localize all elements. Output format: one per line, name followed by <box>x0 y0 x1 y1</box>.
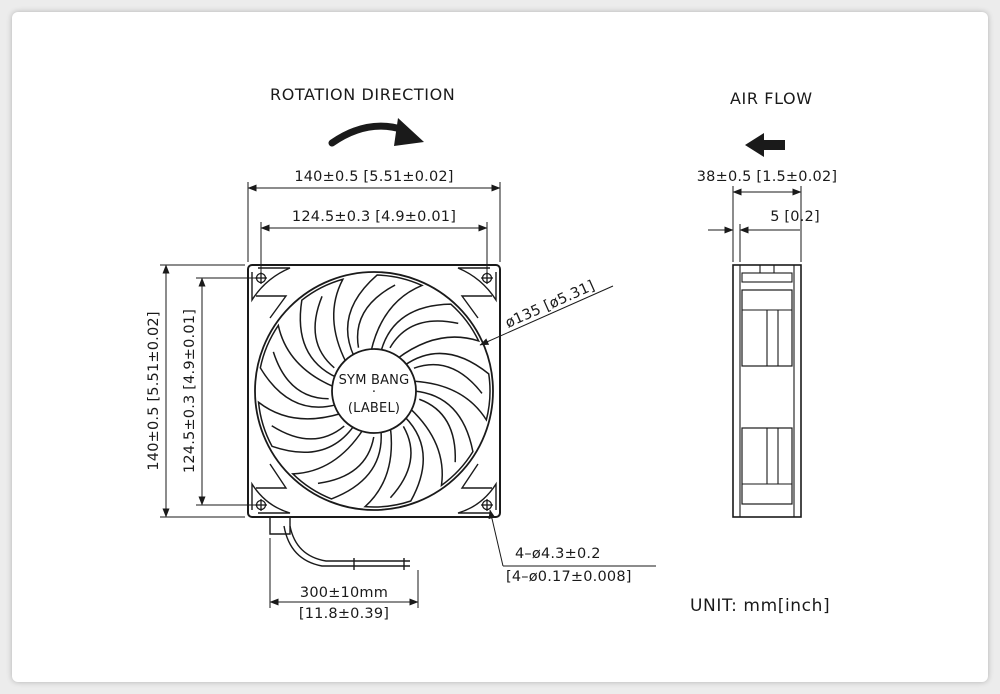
fan-hub <box>331 348 417 434</box>
mounting-holes <box>255 272 493 511</box>
dim-blade-diameter: ø135 [ø5.31] <box>503 278 597 332</box>
fan-blade <box>409 390 474 487</box>
fan-blade <box>291 428 382 500</box>
front-dimensions <box>160 182 656 608</box>
fan-blade-edge <box>314 296 335 369</box>
side-dimensions <box>708 186 802 262</box>
dim-holes-mm: 4–ø4.3±0.2 <box>515 546 601 562</box>
fan-blade-edge <box>272 351 329 400</box>
unit-note: UNIT: mm[inch] <box>690 596 830 616</box>
rotation-direction-heading: ROTATION DIRECTION <box>270 85 455 104</box>
dim-holes-inch: [4–ø0.17±0.008] <box>506 569 632 585</box>
dim-width-holes: 124.5±0.3 [4.9±0.01] <box>292 209 456 225</box>
fan-blade-edge <box>317 436 375 485</box>
dim-lead-mm: 300±10mm <box>300 585 388 601</box>
fan-blade <box>259 323 338 408</box>
fan-blade-edge <box>356 284 396 348</box>
fan-blade <box>403 352 491 422</box>
side-frame-outline <box>732 264 802 518</box>
lead-wires <box>269 517 410 570</box>
blade-circle <box>254 271 494 511</box>
dim-depth: 38±0.5 [1.5±0.02] <box>697 169 837 185</box>
dim-height-outer: 140±0.5 [5.51±0.02] <box>146 311 162 470</box>
fan-blade-edge <box>413 363 483 394</box>
fan-frame-outline <box>247 264 501 518</box>
fan-blade-edge <box>389 426 412 499</box>
dim-width-outer: 140±0.5 [5.51±0.02] <box>294 169 453 185</box>
dim-flange: 5 [0.2] <box>770 209 820 225</box>
fan-blade <box>346 274 424 358</box>
fan-side-view <box>732 264 802 518</box>
air-flow-arrow-icon <box>745 133 785 157</box>
fan-blade <box>363 415 424 508</box>
dim-lead-inch: [11.8±0.39] <box>299 606 389 622</box>
fan-blade-edge <box>271 425 345 440</box>
frame-corner-webs <box>251 267 497 514</box>
air-flow-heading: AIR FLOW <box>730 89 813 108</box>
hub-label-brand: SYM BANG <box>339 373 410 388</box>
fan-blade-edge <box>418 398 456 463</box>
dim-height-holes: 124.5±0.3 [4.9±0.01] <box>182 309 198 473</box>
fan-front-view: SYM BANG · (LABEL) <box>247 264 501 570</box>
fan-blade <box>299 278 347 379</box>
fan-blades <box>257 274 491 508</box>
hub-label-text: (LABEL) <box>348 401 400 416</box>
fan-blade <box>380 303 481 360</box>
fan-blade <box>257 400 355 454</box>
rotation-arrow-icon <box>328 118 424 147</box>
hub-label-dot: · <box>372 385 376 400</box>
fan-blade-edge <box>389 320 459 349</box>
